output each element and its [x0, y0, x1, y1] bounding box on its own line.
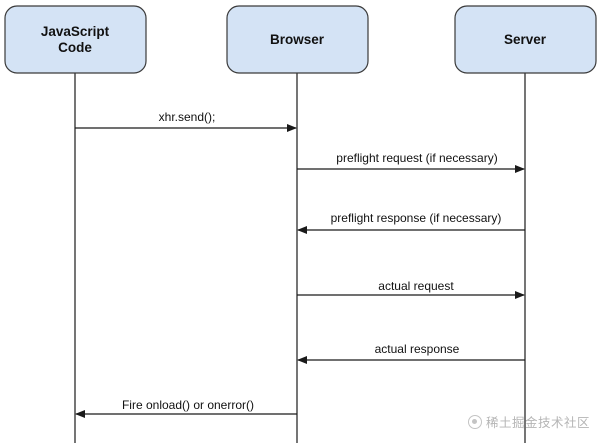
message-preflight-response-label: preflight response (if necessary)	[331, 211, 502, 225]
message-preflight-response: preflight response (if necessary)	[297, 211, 525, 234]
participant-js-label-line-1: JavaScript	[41, 24, 110, 39]
message-preflight-request-label: preflight request (if necessary)	[336, 151, 497, 165]
brand-logo-icon	[467, 414, 482, 429]
participant-js-label-line-2: Code	[58, 40, 92, 55]
message-xhr-send: xhr.send();	[75, 110, 297, 132]
watermark: 稀土掘金技术社区	[467, 412, 590, 431]
message-actual-request-label: actual request	[378, 279, 454, 293]
participant-browser: Browser	[226, 5, 369, 74]
message-fire-onload-label: Fire onload() or onerror()	[122, 398, 254, 412]
message-actual-response: actual response	[297, 342, 525, 364]
participant-browser-label: Browser	[270, 32, 325, 47]
participant-js: JavaScript Code	[4, 5, 147, 74]
participant-server: Server	[454, 5, 597, 74]
message-fire-onload: Fire onload() or onerror()	[75, 398, 297, 418]
message-preflight-request: preflight request (if necessary)	[297, 151, 525, 173]
participant-server-label: Server	[504, 32, 547, 47]
message-actual-response-label: actual response	[375, 342, 460, 356]
watermark-text: 稀土掘金技术社区	[485, 415, 590, 430]
message-xhr-send-label: xhr.send();	[159, 110, 216, 124]
message-actual-request: actual request	[297, 279, 525, 299]
